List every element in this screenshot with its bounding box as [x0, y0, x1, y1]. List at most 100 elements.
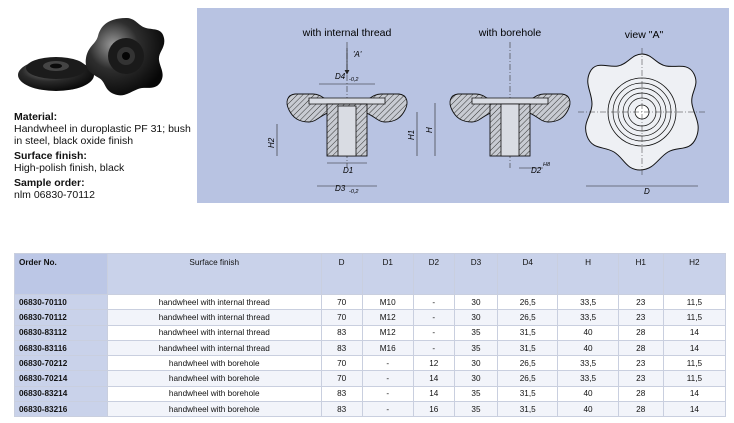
- dim-a: 'A': [353, 50, 362, 59]
- dim-d3-tol: -0,2: [349, 189, 358, 195]
- sample-text: nlm 06830-70112: [14, 189, 95, 201]
- cell-h1: 28: [617, 339, 664, 357]
- cell-d1: -: [361, 401, 414, 418]
- material-heading: Material:: [14, 111, 58, 123]
- col-order-no: Order No.: [14, 253, 108, 295]
- cell-h1: 23: [617, 355, 664, 372]
- cell-h: 33,5: [557, 355, 619, 372]
- cell-surface: handwheel with borehole: [106, 385, 322, 403]
- cell-order-no: 06830-83214: [14, 385, 108, 403]
- cell-h: 33,5: [557, 293, 619, 311]
- cell-d2: 14: [412, 385, 455, 403]
- col-surface-finish: Surface finish: [106, 253, 322, 295]
- cell-h1: 28: [617, 401, 664, 418]
- cell-d1: -: [361, 355, 414, 372]
- cell-h: 40: [557, 324, 619, 341]
- col-d: D: [320, 253, 363, 295]
- dim-d1: D1: [343, 166, 353, 175]
- table-row: 06830-70212 handwheel with borehole 70 -…: [14, 355, 727, 372]
- cell-d1: M16: [361, 339, 414, 357]
- cell-h: 33,5: [557, 370, 619, 387]
- label-view-a: view "A": [625, 29, 664, 41]
- col-h2: H2: [662, 253, 727, 295]
- cell-h2: 14: [662, 324, 727, 341]
- cell-surface: handwheel with internal thread: [106, 324, 322, 341]
- cell-h1: 23: [617, 293, 664, 311]
- cell-d4: 26,5: [497, 293, 559, 311]
- spec-table: Order No. Surface finish D D1 D2 D3 D4 H…: [14, 253, 727, 418]
- table-row: 06830-83116 handwheel with internal thre…: [14, 339, 727, 357]
- label-internal-thread: with internal thread: [302, 27, 392, 39]
- cell-h: 40: [557, 339, 619, 357]
- material-text: Handwheel in duroplastic PF 31; bush in …: [14, 123, 191, 147]
- cell-h: 33,5: [557, 309, 619, 326]
- cell-d3: 35: [453, 385, 499, 403]
- cell-h2: 11,5: [662, 293, 727, 311]
- table-row: 06830-83112 handwheel with internal thre…: [14, 324, 727, 341]
- view-a: D: [578, 48, 706, 196]
- cell-d2: -: [412, 324, 455, 341]
- cell-d1: M12: [361, 309, 414, 326]
- dim-h1: H1: [407, 130, 416, 140]
- cell-order-no: 06830-70112: [14, 309, 108, 326]
- cell-order-no: 06830-70110: [14, 293, 108, 311]
- table-row: 06830-70214 handwheel with borehole 70 -…: [14, 370, 727, 387]
- cell-d4: 31,5: [497, 401, 559, 418]
- cell-surface: handwheel with internal thread: [106, 293, 322, 311]
- technical-drawing: with internal thread with borehole view …: [197, 8, 729, 203]
- table-row: 06830-83216 handwheel with borehole 83 -…: [14, 401, 727, 418]
- dim-d2: D2: [531, 166, 542, 175]
- col-d2: D2: [412, 253, 455, 295]
- cell-d2: 16: [412, 401, 455, 418]
- surface-heading: Surface finish:: [14, 150, 87, 162]
- cell-h: 40: [557, 385, 619, 403]
- cell-d3: 30: [453, 370, 499, 387]
- cell-d3: 35: [453, 401, 499, 418]
- dim-d4: D4: [335, 72, 346, 81]
- table-row: 06830-83214 handwheel with borehole 83 -…: [14, 385, 727, 403]
- cell-d3: 30: [453, 309, 499, 326]
- section-internal-thread: 'A' D4 -0,2 D1 D3 -0,2 H2 H1 H: [267, 42, 436, 195]
- cell-surface: handwheel with internal thread: [106, 309, 322, 326]
- cell-d: 70: [320, 309, 363, 326]
- cell-d: 70: [320, 370, 363, 387]
- cell-surface: handwheel with borehole: [106, 370, 322, 387]
- dim-d: D: [644, 187, 650, 196]
- dim-h: H: [425, 127, 434, 133]
- cell-d1: -: [361, 370, 414, 387]
- cell-d3: 35: [453, 339, 499, 357]
- dim-h2: H2: [267, 137, 276, 148]
- cell-d3: 30: [453, 293, 499, 311]
- dim-d3: D3: [335, 184, 346, 193]
- cell-order-no: 06830-83116: [14, 339, 108, 357]
- cell-d1: -: [361, 385, 414, 403]
- cell-h: 40: [557, 401, 619, 418]
- cell-h2: 14: [662, 339, 727, 357]
- cell-d: 70: [320, 355, 363, 372]
- cell-h2: 11,5: [662, 309, 727, 326]
- cell-h1: 23: [617, 370, 664, 387]
- cell-h2: 14: [662, 385, 727, 403]
- cell-d4: 26,5: [497, 355, 559, 372]
- cell-order-no: 06830-83216: [14, 401, 108, 418]
- label-borehole: with borehole: [478, 27, 542, 39]
- surface-text: High-polish finish, black: [14, 162, 125, 174]
- cell-h1: 23: [617, 309, 664, 326]
- col-d4: D4: [497, 253, 559, 295]
- table-row: 06830-70112 handwheel with internal thre…: [14, 309, 727, 326]
- cell-order-no: 06830-70212: [14, 355, 108, 372]
- col-h: H: [557, 253, 619, 295]
- cell-d2: 12: [412, 355, 455, 372]
- product-photo: [18, 18, 165, 96]
- col-d3: D3: [453, 253, 499, 295]
- cell-d4: 31,5: [497, 324, 559, 341]
- cell-d1: M10: [361, 293, 414, 311]
- cell-h2: 11,5: [662, 370, 727, 387]
- cell-h1: 28: [617, 385, 664, 403]
- table-row: 06830-70110 handwheel with internal thre…: [14, 293, 727, 311]
- cell-d: 83: [320, 401, 363, 418]
- cell-d1: M12: [361, 324, 414, 341]
- product-info: Material: Handwheel in duroplastic PF 31…: [14, 108, 194, 201]
- cell-d: 83: [320, 339, 363, 357]
- cell-order-no: 06830-70214: [14, 370, 108, 387]
